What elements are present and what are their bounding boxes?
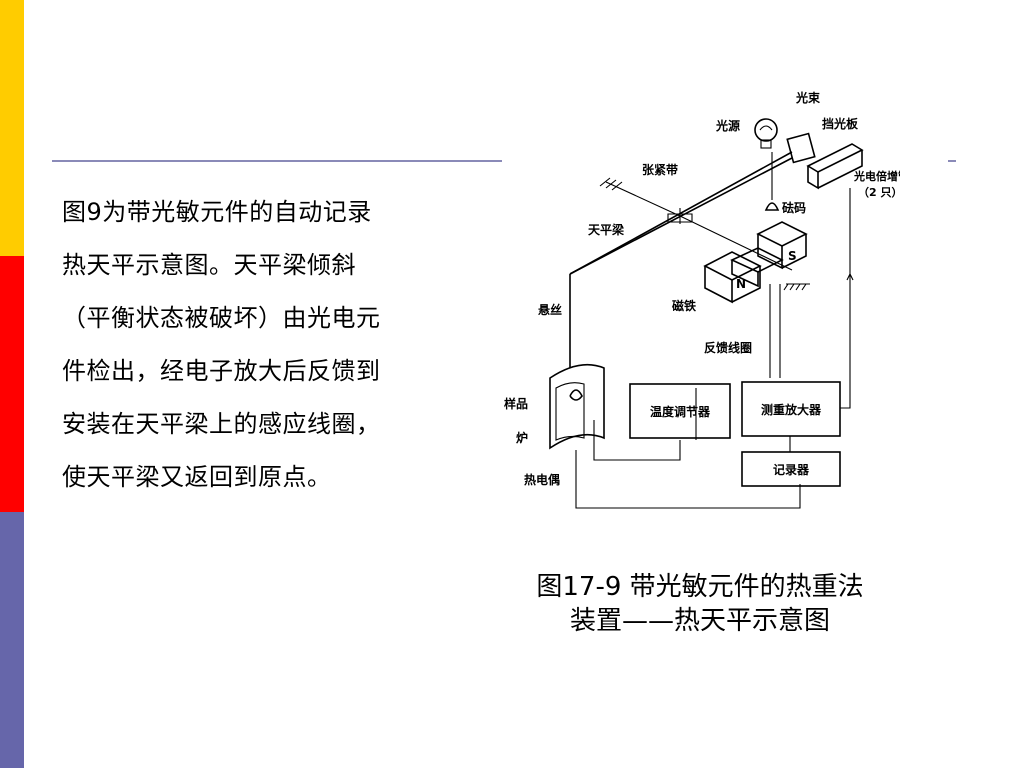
body-line: 安装在天平梁上的感应线圈， <box>62 410 381 438</box>
label-temp-controller: 温度调节器 <box>650 404 711 419</box>
tension-band <box>599 177 793 271</box>
label-photomultiplier: 光电倍增管 <box>853 169 900 183</box>
label-shutter: 挡光板 <box>822 116 859 131</box>
accent-bar-yellow <box>0 0 24 256</box>
weight-hanger <box>764 152 780 211</box>
label-weight: 砝码 <box>782 200 806 215</box>
label-amplifier: 测重放大器 <box>761 402 822 417</box>
label-tension-band: 张紧带 <box>642 162 678 177</box>
photomultiplier-tubes <box>806 143 864 190</box>
light-source-bulb <box>754 118 778 149</box>
temp-controller-box <box>629 383 731 439</box>
label-light-source: 光源 <box>715 118 740 133</box>
body-line: 图9为带光敏元件的自动记录 <box>62 198 372 226</box>
furnace <box>549 363 605 450</box>
body-text: 图9为带光敏元件的自动记录 热天平示意图。天平梁倾斜 （平衡状态被破坏）由光电元… <box>62 186 442 504</box>
amplifier-box <box>741 381 841 437</box>
ground-symbol <box>783 283 810 291</box>
label-suspension-wire: 悬丝 <box>537 302 562 317</box>
label-light-beam: 光束 <box>795 90 821 105</box>
label-sample: 样品 <box>504 396 528 411</box>
label-furnace: 炉 <box>516 430 528 445</box>
label-balance-beam: 天平梁 <box>588 222 624 237</box>
shutter-plate <box>786 132 816 164</box>
magnet-s <box>756 221 808 270</box>
accent-bar-red <box>0 256 24 512</box>
label-magnet: 磁铁 <box>671 298 696 313</box>
feedback-coil <box>730 247 784 288</box>
caption-line-1: 图17-9 带光敏元件的热重法 <box>536 572 864 602</box>
body-line: （平衡状态被破坏）由光电元 <box>62 304 381 332</box>
accent-bar-blue <box>0 512 24 768</box>
caption-line-2: 装置——热天平示意图 <box>569 606 830 636</box>
label-magnet-s: S <box>788 249 797 263</box>
label-thermocouple: 热电偶 <box>524 472 560 487</box>
label-feedback-coil: 反馈线圈 <box>704 340 752 355</box>
body-line: 使天平梁又返回到原点。 <box>62 463 332 491</box>
label-photomultiplier-count: （2 只） <box>858 186 900 199</box>
body-line: 热天平示意图。天平梁倾斜 <box>62 251 356 279</box>
figure-caption: 图17-9 带光敏元件的热重法 装置——热天平示意图 <box>490 570 910 638</box>
label-magnet-n: N <box>736 277 746 291</box>
magnet-n <box>703 251 762 304</box>
recorder-box <box>741 451 841 487</box>
title-divider <box>52 160 502 162</box>
title-divider-end <box>948 160 956 162</box>
label-recorder: 记录器 <box>773 463 810 477</box>
body-line: 件检出，经电子放大后反馈到 <box>62 357 381 385</box>
thermobalance-diagram: 光束 光源 挡光板 光电倍增管 （2 只） 张紧带 砝码 天平梁 磁铁 N S … <box>504 90 900 509</box>
